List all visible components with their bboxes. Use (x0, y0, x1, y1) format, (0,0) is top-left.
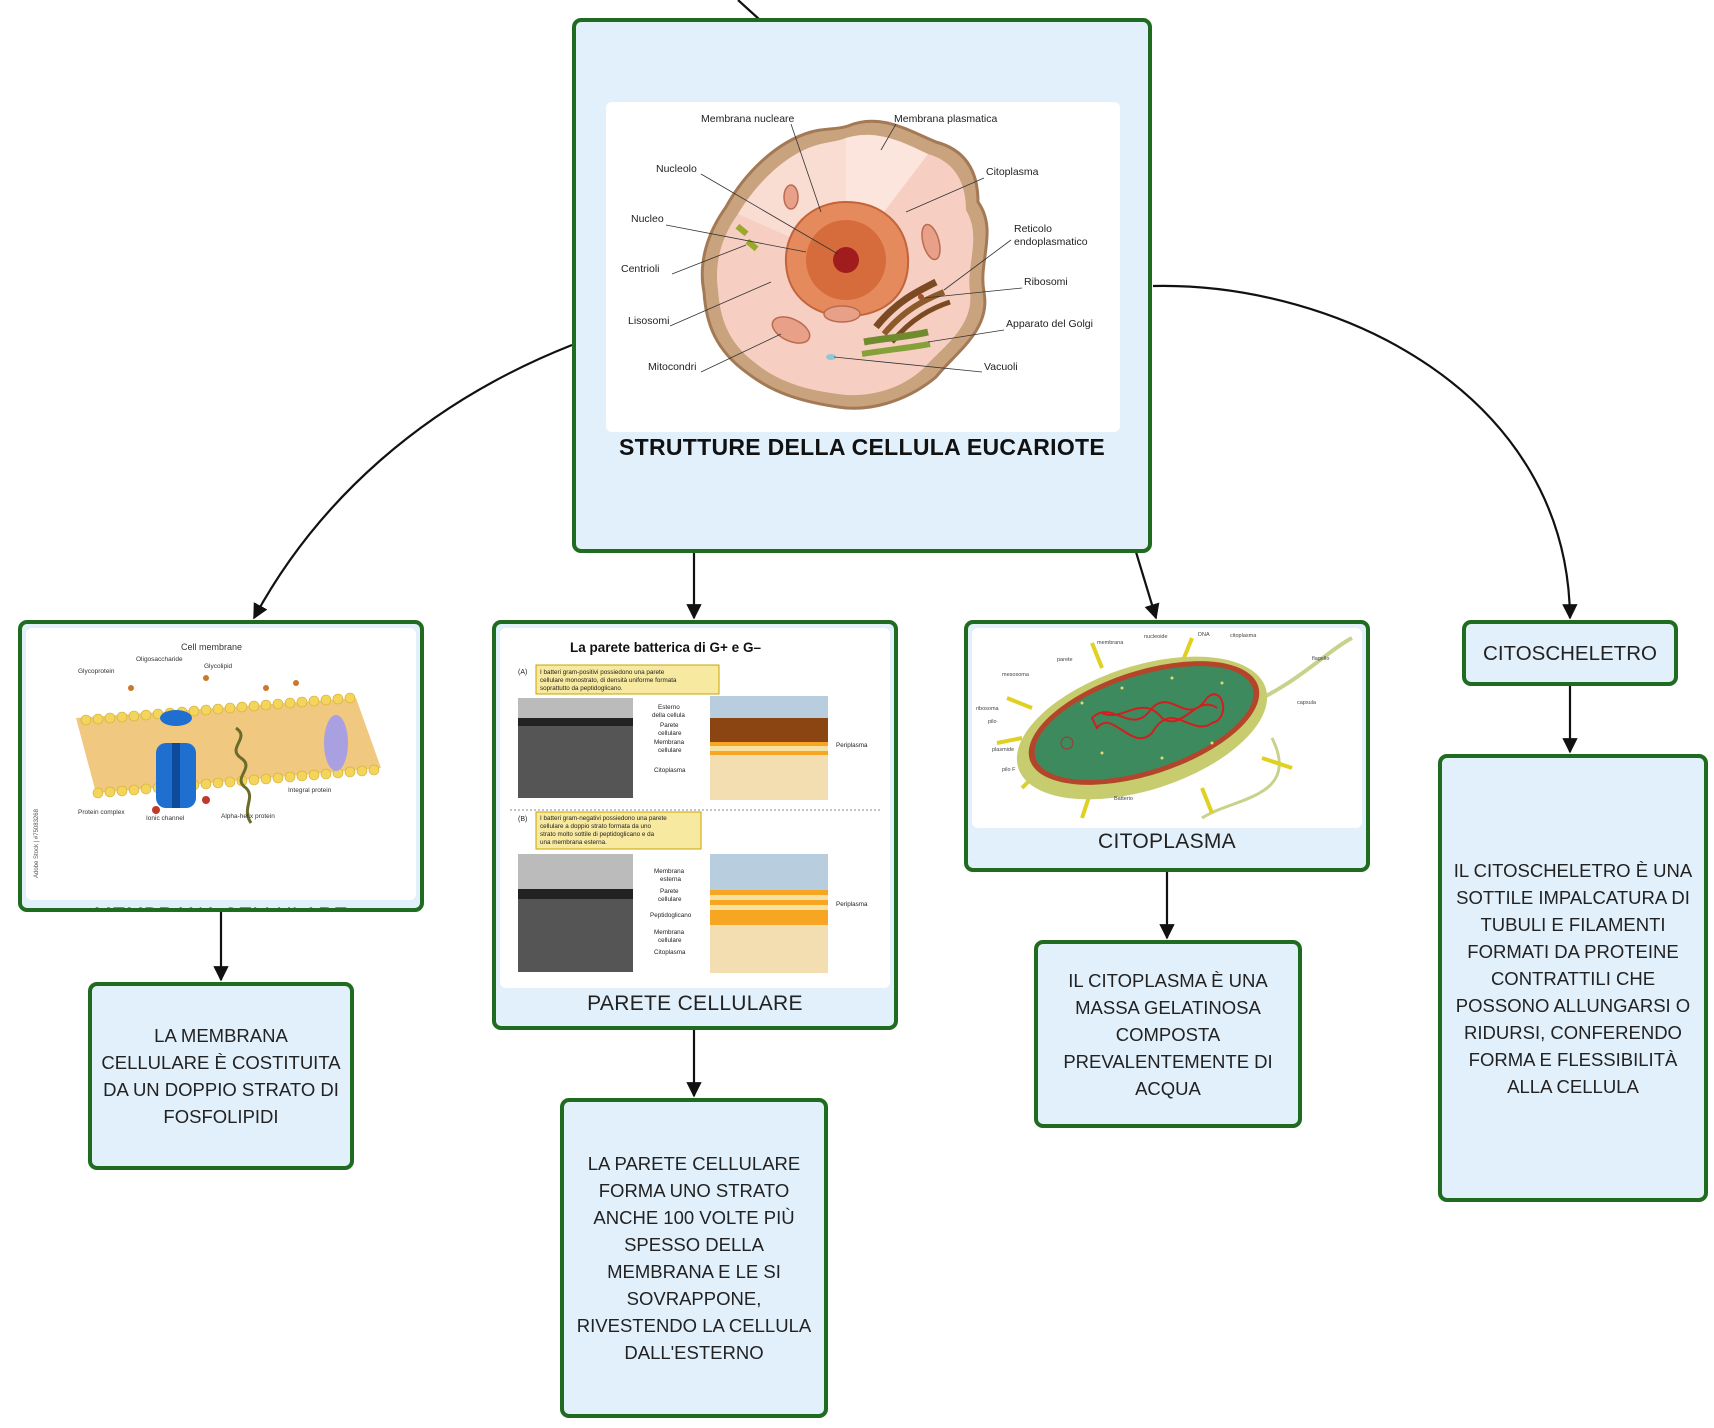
label-membrana-2: cellulare (658, 747, 682, 754)
label-golgi: Apparato del Golgi (1006, 318, 1093, 330)
note-b-2: cellulare a doppio strato formata da uno (540, 823, 651, 830)
label-integral-protein: Integral protein (288, 787, 332, 794)
label-membrana-nucleare: Membrana nucleare (701, 113, 795, 125)
label-dna: DNA (1198, 632, 1210, 638)
label-ribosomi: Ribosomi (1024, 276, 1068, 288)
bacterium-illustration: membrana nucleoide DNA citoplasma parete… (976, 632, 1353, 820)
membrana-node[interactable]: Cell membrane (18, 620, 424, 912)
note-a-1: I batteri gram-positivi possiedono una p… (540, 669, 665, 676)
label-parete-1: Parete (660, 722, 679, 729)
label-nucleolo: Nucleolo (656, 163, 697, 175)
cell-membrane-image: Cell membrane (26, 628, 416, 900)
citoplasma-node[interactable]: membrana nucleoide DNA citoplasma parete… (964, 620, 1370, 872)
label-citoplasma-b: Citoplasma (654, 949, 686, 956)
label-esterno-2: della cellula (652, 712, 685, 719)
label-reticolo-1: Reticolo (1014, 223, 1052, 235)
citoscheletro-node[interactable]: CITOSCHELETRO (1462, 620, 1678, 686)
bacterium-image: membrana nucleoide DNA citoplasma parete… (972, 628, 1362, 828)
cell-membrane-illustration: Cell membrane (34, 642, 381, 878)
label-nucleoide: nucleoide (1144, 634, 1168, 640)
note-b-4: una membrana esterna. (540, 839, 607, 846)
label-glycolipid: Glycolipid (204, 663, 233, 670)
note-b-3: strato molto sottile di peptidoglicano e… (540, 831, 655, 838)
bacterial-wall-image: La parete batterica di G+ e G– (A) I bat… (500, 628, 890, 988)
membrane-watermark: Adobe Stock | #75083268 (34, 808, 40, 878)
note-b-1: I batteri gram-negativi possiedono una p… (540, 815, 667, 822)
parete-description-node[interactable]: LA PARETE CELLULARE FORMA UNO STRATO ANC… (560, 1098, 828, 1418)
label-capsula: capsula (1297, 700, 1317, 706)
label-lisosomi: Lisosomi (628, 315, 669, 327)
citoplasma-caption: CITOPLASMA (1098, 830, 1236, 853)
root-title: STRUTTURE DELLA CELLULA EUCARIOTE (618, 434, 1106, 460)
label-membrana: membrana (1097, 640, 1124, 646)
label-parete-b-1: Parete (660, 888, 679, 895)
label-a: (A) (518, 669, 527, 676)
label-parete-2: cellulare (658, 730, 682, 737)
parete-caption: PARETE CELLULARE (587, 992, 803, 1015)
label-mesosoma: mesosoma (1002, 672, 1030, 678)
label-citoplasma-a: Citoplasma (654, 767, 686, 774)
edge-root-membrana (253, 343, 573, 620)
label-flagello: flagello (1312, 656, 1329, 662)
label-membrana-b-2: cellulare (658, 937, 682, 944)
label-membrana-esterna-1: Membrana (654, 868, 685, 875)
edge-root-citoplasma (1134, 551, 1160, 620)
parete-description: LA PARETE CELLULARE FORMA UNO STRATO ANC… (576, 1153, 812, 1363)
label-glycoprotein: Glycoprotein (78, 668, 115, 675)
label-ribosoma: ribosoma (976, 706, 1000, 712)
membrana-description: LA MEMBRANA CELLULARE È COSTITUITA DA UN… (101, 1025, 341, 1127)
citoscheletro-description: IL CITOSCHELETRO È UNA SOTTILE IMPALCATU… (1453, 859, 1693, 1097)
label-membrana-plasmatica: Membrana plasmatica (894, 113, 997, 125)
label-citoplasma: Citoplasma (986, 166, 1039, 178)
label-peptidoglicano: Peptidoglicano (650, 912, 692, 919)
bacterial-wall-illustration: La parete batterica di G+ e G– (A) I bat… (510, 640, 880, 973)
root-node[interactable]: Membrana nucleare Membrana plasmatica Nu… (572, 18, 1152, 553)
label-membrana-1: Membrana (654, 739, 685, 746)
label-membrana-b-1: Membrana (654, 929, 685, 936)
label-membrana-esterna-2: esterna (660, 876, 682, 883)
label-periplasma-a: Periplasma (836, 742, 868, 749)
label-b: (B) (518, 816, 527, 823)
wall-title: La parete batterica di G+ e G– (570, 640, 761, 655)
label-oligosaccharide: Oligosaccharide (136, 656, 183, 663)
label-ionic-channel: Ionic channel (146, 815, 185, 822)
label-batterio: Batterio (1114, 796, 1133, 802)
label-alpha-helix: Alpha-helix protein (221, 813, 275, 820)
label-mitocondri: Mitocondri (648, 361, 696, 373)
label-esterno-1: Esterno (658, 704, 680, 711)
membrana-caption: MEMBRANA CELLULARE (22, 904, 420, 908)
edge-incoming-root (737, 0, 761, 21)
citoscheletro-caption: CITOSCHELETRO (1483, 641, 1657, 665)
label-parete-b-2: cellulare (658, 896, 682, 903)
label-plasmide: plasmide (992, 747, 1014, 753)
membrane-title: Cell membrane (181, 642, 242, 652)
edge-root-citoscheletro (1152, 284, 1578, 620)
membrana-description-node[interactable]: LA MEMBRANA CELLULARE È COSTITUITA DA UN… (88, 982, 354, 1170)
label-vacuoli: Vacuoli (984, 361, 1018, 373)
label-nucleo: Nucleo (631, 213, 664, 225)
label-pilo-f: pilo F (1002, 767, 1016, 773)
eukaryotic-cell-illustration: Membrana nucleare Membrana plasmatica Nu… (621, 113, 1093, 410)
label-protein-complex: Protein complex (78, 809, 125, 816)
label-parete: parete (1057, 657, 1073, 663)
parete-node[interactable]: La parete batterica di G+ e G– (A) I bat… (492, 620, 898, 1030)
citoscheletro-description-node[interactable]: IL CITOSCHELETRO È UNA SOTTILE IMPALCATU… (1438, 754, 1708, 1202)
note-a-3: soprattutto da peptidoglicano. (540, 685, 623, 692)
eukaryotic-cell-image: Membrana nucleare Membrana plasmatica Nu… (606, 102, 1120, 432)
label-reticolo-2: endoplasmatico (1014, 236, 1088, 248)
label-periplasma-b: Periplasma (836, 901, 868, 908)
label-pilo: pilo (988, 719, 997, 725)
citoplasma-description: IL CITOPLASMA È UNA MASSA GELATINOSA COM… (1063, 969, 1273, 1099)
note-a-2: cellulare monostrato, di densità uniform… (540, 677, 677, 684)
label-centrioli: Centrioli (621, 263, 660, 275)
citoplasma-description-node[interactable]: IL CITOPLASMA È UNA MASSA GELATINOSA COM… (1034, 940, 1302, 1128)
label-citoplasma: citoplasma (1230, 633, 1257, 639)
